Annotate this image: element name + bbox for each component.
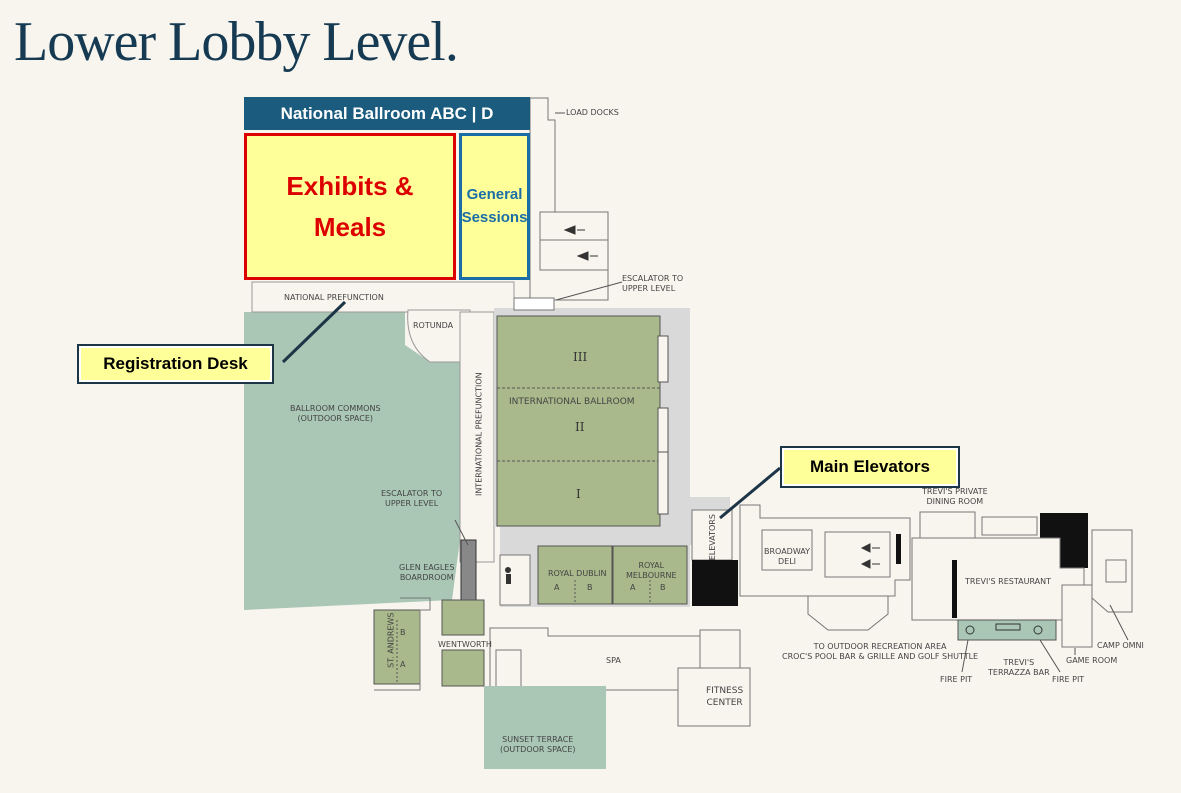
sunset-terrace-area	[484, 686, 606, 769]
ballroom-commons-area	[244, 312, 460, 610]
international-ballroom-area	[496, 315, 661, 527]
international-ballroom-label: INTERNATIONAL BALLROOM	[509, 397, 635, 407]
st-andrews-b-label: B	[400, 628, 406, 637]
fire-pit-right-label: FIRE PIT	[1052, 675, 1085, 684]
wentworth-area	[441, 649, 485, 687]
international-prefunction-label: INTERNATIONAL PREFUNCTION	[474, 372, 484, 497]
national-ballroom-header: National Ballroom ABC | D	[244, 97, 530, 130]
rotunda-label: ROTUNDA	[413, 321, 454, 330]
spa-label: SPA	[606, 656, 621, 665]
royal-melbourne-area	[612, 545, 688, 605]
registration-desk-callout: Registration Desk	[77, 344, 274, 384]
international-prefunction-corridor	[459, 311, 495, 563]
royal-dublin-area	[537, 545, 613, 605]
wentworth-label: WENTWORTH	[438, 640, 492, 649]
national-prefunction-label: NATIONAL PREFUNCTION	[284, 293, 384, 302]
fitness-center-area	[677, 667, 751, 727]
room-iii-label: III	[573, 350, 588, 364]
fire-pit-left-label: FIRE PIT	[940, 675, 973, 684]
sunset-terrace-label: SUNSET TERRACE(OUTDOOR SPACE)	[500, 735, 576, 755]
glen-eagles-boardroom-area	[441, 599, 485, 636]
main-elevators-callout: Main Elevators	[780, 446, 960, 488]
load-docks-label: LOAD DOCKS	[566, 108, 619, 117]
royal-dublin-label: ROYAL DUBLIN	[548, 569, 607, 578]
st-andrews-label: ST. ANDREWS	[386, 612, 396, 668]
exhibits-line-1: Exhibits &	[286, 171, 414, 202]
exhibits-line-2: Meals	[313, 211, 387, 242]
royal-dublin-b-label: B	[587, 583, 593, 592]
st-andrews-a-label: A	[400, 660, 406, 669]
room-i-label: I	[576, 487, 581, 501]
camp-omni-label: CAMP OMNI	[1097, 641, 1144, 650]
royal-melbourne-b-label: B	[660, 583, 666, 592]
ballroom-commons-label: BALLROOM COMMONS(OUTDOOR SPACE)	[290, 404, 381, 424]
trevis-private-dining-area	[919, 511, 976, 539]
page-title: Lower Lobby Level.	[14, 11, 459, 73]
elevators-label: ELEVATORS	[707, 514, 717, 561]
trevis-restaurant-label: TREVI'S RESTAURANT	[965, 577, 1052, 586]
room-ii-label: II	[575, 420, 585, 434]
national-prefunction-area	[251, 281, 515, 313]
game-room-area	[1061, 584, 1093, 648]
general-line-1: General	[466, 186, 523, 203]
st-andrews-area	[373, 609, 421, 685]
game-room-label: GAME ROOM	[1066, 656, 1118, 665]
royal-dublin-a-label: A	[554, 583, 560, 592]
exhibits-meals-area: Exhibits & Meals	[244, 133, 456, 280]
general-line-2: Sessions	[461, 208, 528, 226]
royal-melbourne-a-label: A	[630, 583, 636, 592]
